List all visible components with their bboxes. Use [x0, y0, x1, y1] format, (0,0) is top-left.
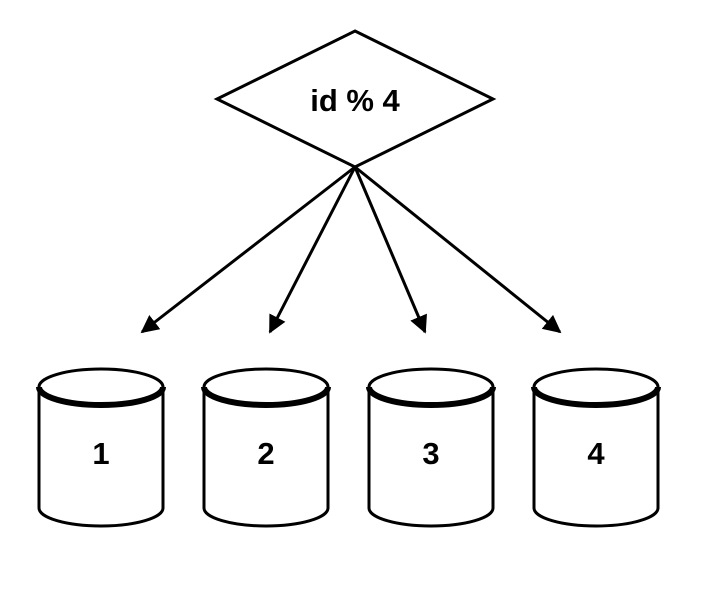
database-4: 4	[531, 367, 661, 528]
database-label: 4	[587, 436, 605, 471]
database-1: 1	[36, 367, 166, 528]
database-cylinder-icon	[367, 387, 495, 528]
database-label: 1	[92, 436, 109, 471]
database-cylinder-rim	[201, 386, 331, 408]
database-cylinder-rim	[531, 386, 661, 408]
arrow-to-db-2	[268, 166, 357, 334]
database-2: 2	[201, 367, 331, 528]
database-label: 2	[257, 436, 274, 471]
decision-node: id % 4	[213, 29, 497, 169]
database-label: 3	[422, 436, 439, 471]
arrow-to-db-3	[353, 166, 427, 334]
arrow-to-db-1	[140, 165, 356, 334]
database-3: 3	[366, 367, 496, 528]
decision-label: id % 4	[310, 83, 400, 118]
database-cylinder-icon	[37, 387, 165, 528]
database-cylinder-rim	[36, 386, 166, 408]
arrow-to-db-4	[354, 165, 562, 334]
arrows	[140, 165, 562, 334]
database-cylinder-rim	[366, 386, 496, 408]
database-cylinder-icon	[532, 387, 660, 528]
database-cylinder-icon	[202, 387, 330, 528]
